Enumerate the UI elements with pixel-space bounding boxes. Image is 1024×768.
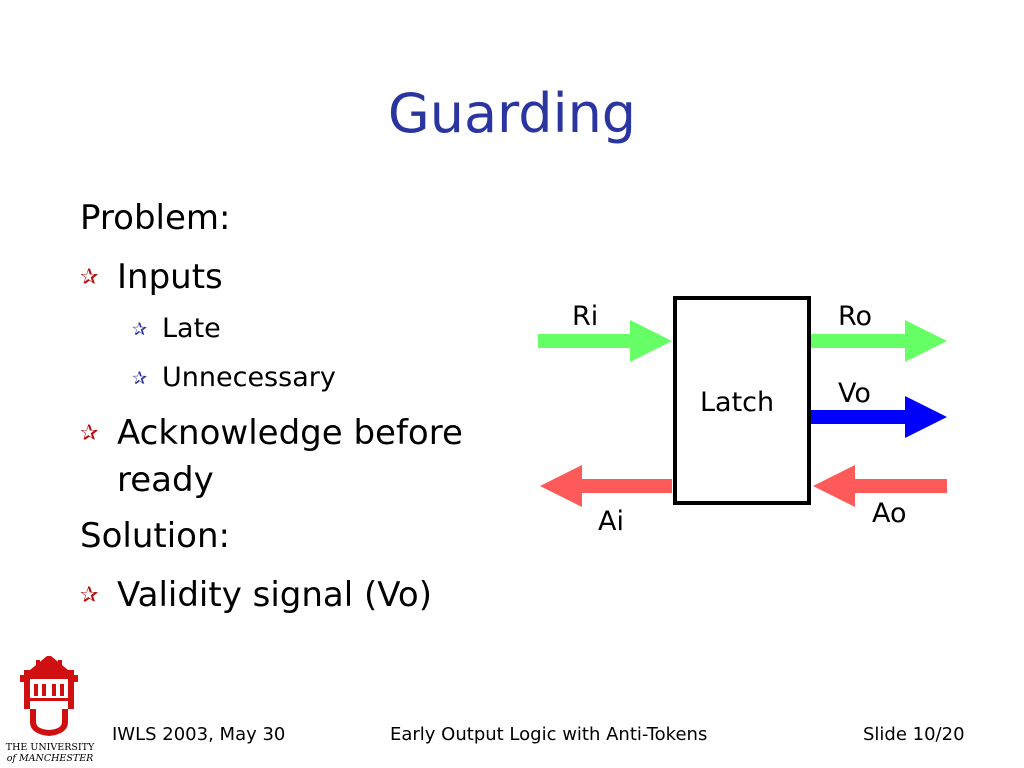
- signal-ao-label: Ao: [872, 498, 907, 529]
- signal-ai-label: Ai: [598, 506, 624, 537]
- bullet-unnecessary: Unnecessary: [162, 362, 336, 393]
- footer-slide-number: Slide 10/20: [863, 724, 965, 745]
- ro-arrow: [810, 320, 947, 362]
- university-logo: THE UNIVERSITY of MANCHESTER: [0, 654, 100, 766]
- footer-center: Early Output Logic with Anti-Tokens: [390, 724, 708, 745]
- signal-ro-label: Ro: [838, 301, 873, 332]
- sub-star-bullet-icon: ✰: [132, 319, 148, 340]
- bullet-validity-signal: Validity signal (Vo): [117, 575, 432, 615]
- ri-arrow: [538, 320, 672, 362]
- slide-title: Guarding: [387, 82, 637, 145]
- star-bullet-icon: ✰: [80, 421, 99, 446]
- university-crest-icon: [20, 656, 78, 736]
- latch-diagram: Latch Ri Ro Vo Ai Ao: [530, 285, 960, 550]
- logo-line2: of MANCHESTER: [6, 753, 94, 764]
- latch-box: [673, 296, 811, 505]
- solution-heading: Solution:: [80, 516, 230, 556]
- signal-vo-label: Vo: [838, 378, 871, 409]
- sub-star-bullet-icon: ✰: [132, 368, 148, 389]
- bullet-acknowledge-line2: ready: [117, 460, 214, 500]
- bullet-inputs: Inputs: [117, 257, 223, 297]
- signal-ri-label: Ri: [572, 301, 599, 332]
- star-bullet-icon: ✰: [80, 583, 99, 608]
- ao-arrow: [813, 465, 947, 507]
- ai-arrow: [540, 465, 672, 507]
- logo-line1: THE UNIVERSITY: [5, 742, 95, 753]
- vo-arrow: [810, 396, 947, 438]
- footer-left: IWLS 2003, May 30: [112, 724, 286, 745]
- latch-diagram-graphic: [538, 296, 947, 507]
- problem-heading: Problem:: [80, 198, 231, 238]
- bullet-acknowledge-line1: Acknowledge before: [117, 413, 463, 453]
- star-bullet-icon: ✰: [80, 265, 99, 290]
- bullet-late: Late: [162, 313, 221, 344]
- latch-label: Latch: [700, 387, 775, 418]
